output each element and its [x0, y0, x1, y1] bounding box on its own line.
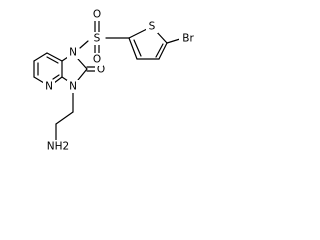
atom-label-n1: N: [69, 47, 77, 59]
atom-nh2: NH2: [46, 140, 70, 154]
atom-label-s-thiophene: S: [149, 21, 156, 33]
atom-n3: N: [67, 80, 79, 93]
bond-n4-c3a-inner: [52, 74, 60, 80]
atom-s-sulfonyl: S: [91, 32, 103, 45]
bond-c7a-c7-inner: [46, 56, 59, 64]
bond-c2t-st: [128, 27, 150, 39]
bond-c5t-br: [166, 38, 181, 44]
atom-label-nh2: NH2: [47, 141, 69, 153]
atom-br: Br: [179, 32, 197, 45]
atom-label-o-sulfonyl-top: O: [93, 9, 101, 21]
atom-o-sulfonyl-bottom: O: [91, 53, 103, 66]
bond-c7a-c7: [46, 52, 63, 62]
bond-n4-c3a: [53, 76, 63, 84]
atom-label-br: Br: [182, 33, 194, 45]
bond-c2-n3: [77, 68, 88, 81]
atom-label-s-sulfonyl: S: [94, 33, 101, 45]
bond-c5t-c4t: [158, 42, 168, 60]
atom-n1: N: [67, 46, 79, 59]
atom-s-thiophene: S: [146, 20, 158, 33]
atom-labels: N N N O S O O S: [43, 8, 197, 154]
bond-c5-n4: [33, 76, 45, 84]
bond-c3t-c2t-inner: [133, 39, 142, 57]
bond-ca-cb: [55, 111, 74, 125]
atom-label-o-carbonyl: O: [97, 64, 105, 76]
atom-label-o-sulfonyl-bottom: O: [93, 54, 101, 66]
bond-c3t-c2t: [128, 37, 138, 60]
atom-label-n3: N: [69, 81, 77, 93]
bonds: [33, 20, 181, 141]
chemical-structure: N N N O S O O S: [33, 8, 197, 154]
atom-o-sulfonyl-top: O: [91, 8, 103, 21]
atom-o-carbonyl: O: [95, 63, 107, 76]
atom-label-n4: N: [45, 81, 53, 93]
bond-c5t-c4t-inner: [155, 43, 164, 58]
atom-n4: N: [43, 80, 55, 93]
bond-c7-c6: [33, 52, 48, 62]
bond-n1-s: [79, 40, 89, 49]
bond-n1-c2: [77, 58, 88, 70]
